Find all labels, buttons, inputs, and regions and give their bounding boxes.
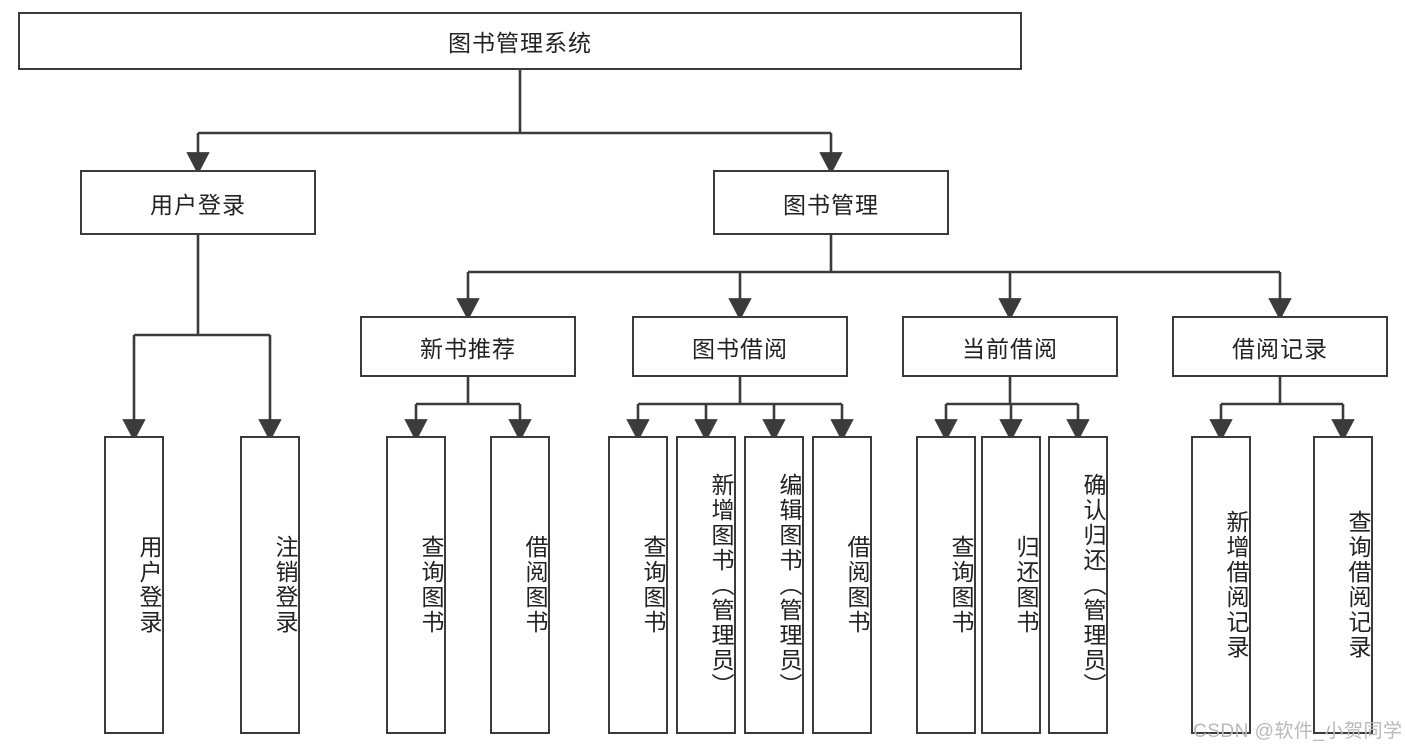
leaf-label: 查询图书 [640, 535, 666, 635]
node-user-login[interactable]: 用户登录 [80, 170, 316, 235]
node-current-borrow[interactable]: 当前借阅 [902, 316, 1118, 377]
node-current-borrow-label: 当前借阅 [962, 335, 1058, 362]
leaf-label: 查询图书 [418, 535, 444, 635]
leaf-label: 查询图书 [948, 535, 974, 635]
node-user-login-label: 用户登录 [150, 191, 246, 218]
leaf-label: 新增图书（管理员） [708, 472, 734, 698]
leaf-book-borrow-1[interactable]: 新增图书（管理员） [676, 436, 736, 734]
leaf-label: 借阅图书 [522, 535, 548, 635]
leaf-label: 确认归还（管理员） [1080, 472, 1106, 698]
node-book-management-label: 图书管理 [783, 191, 879, 218]
leaf-label: 编辑图书（管理员） [776, 472, 802, 698]
leaf-book-borrow-2[interactable]: 编辑图书（管理员） [744, 436, 804, 734]
leaf-label: 注销登录 [272, 535, 298, 635]
leaf-label: 借阅图书 [844, 535, 870, 635]
leaf-borrow-record-0[interactable]: 新增借阅记录 [1191, 436, 1251, 734]
leaf-borrow-record-1[interactable]: 查询借阅记录 [1313, 436, 1373, 734]
node-new-book-recommend-label: 新书推荐 [420, 335, 516, 362]
node-book-management[interactable]: 图书管理 [713, 170, 949, 235]
leaf-new-book-recommend-0[interactable]: 查询图书 [386, 436, 446, 734]
node-new-book-recommend[interactable]: 新书推荐 [360, 316, 576, 377]
leaf-book-borrow-3[interactable]: 借阅图书 [812, 436, 872, 734]
node-root-label: 图书管理系统 [448, 30, 592, 56]
csdn-watermark: CSDN @软件_小贺同学 [1193, 721, 1403, 742]
leaf-book-borrow-0[interactable]: 查询图书 [608, 436, 668, 734]
leaf-current-borrow-2[interactable]: 确认归还（管理员） [1048, 436, 1108, 734]
leaf-current-borrow-1[interactable]: 归还图书 [981, 436, 1041, 734]
leaf-current-borrow-0[interactable]: 查询图书 [916, 436, 976, 734]
node-root-system[interactable]: 图书管理系统 [18, 12, 1022, 70]
leaf-label: 归还图书 [1013, 535, 1039, 635]
node-borrow-record[interactable]: 借阅记录 [1172, 316, 1388, 377]
node-borrow-record-label: 借阅记录 [1232, 335, 1328, 362]
leaf-label: 用户登录 [136, 535, 162, 635]
leaf-label: 查询借阅记录 [1345, 510, 1371, 660]
leaf-user-login-1[interactable]: 注销登录 [240, 436, 300, 734]
node-book-borrow[interactable]: 图书借阅 [632, 316, 848, 377]
leaf-label: 新增借阅记录 [1223, 510, 1249, 660]
leaf-new-book-recommend-1[interactable]: 借阅图书 [490, 436, 550, 734]
node-book-borrow-label: 图书借阅 [692, 335, 788, 362]
leaf-user-login-0[interactable]: 用户登录 [104, 436, 164, 734]
